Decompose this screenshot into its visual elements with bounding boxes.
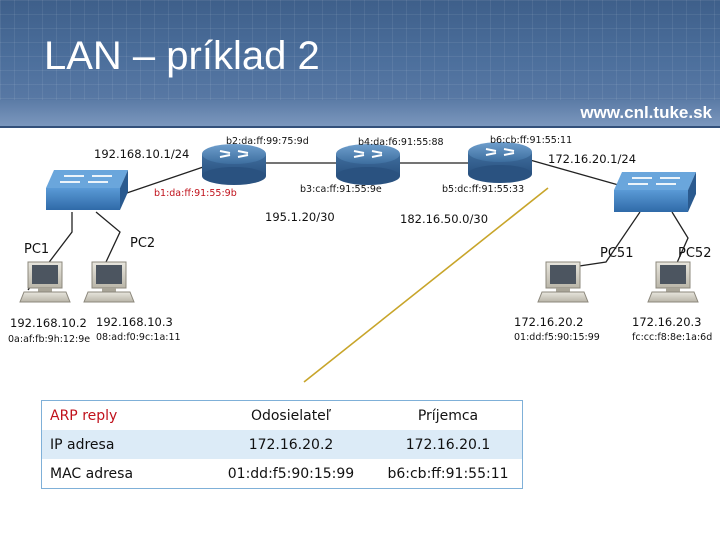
mac-r2-left: b3:ca:ff:91:55:9e [300,184,382,195]
arp-row-label-ip: IP adresa [41,430,208,459]
router-1 [202,144,266,185]
network-label-link-a: 195.1.20/30 [265,210,335,224]
arp-reply-table: ARP reply Odosielateľ Príjemca IP adresa… [41,400,523,489]
pc1-name: PC1 [24,242,50,257]
arp-receiver-ip: 172.16.20.1 [374,430,523,459]
pc52-mac: fc:cc:f8:8e:1a:6d [632,332,713,343]
mac-r1-wan: b2:da:ff:99:75:9d [226,136,309,147]
cable-sw1-pc2 [95,211,121,263]
pc51-ip: 172.16.20.2 [514,315,584,329]
pc51-mac: 01:dd:f5:90:15:99 [514,332,600,343]
mac-r3-lan: b6:cb:ff:91:55:11 [490,135,573,146]
network-label-lan-right: 172.16.20.1/24 [548,152,637,166]
pc51-icon [537,261,589,303]
pc52-name: PC52 [678,246,712,261]
switch-2 [614,172,696,212]
arp-sender-mac: 01:dd:f5:90:15:99 [208,459,374,489]
arp-receiver-mac: b6:cb:ff:91:55:11 [374,459,523,489]
arp-sender-ip: 172.16.20.2 [208,430,374,459]
pc2-mac: 08:ad:f0:9c:1a:11 [96,332,181,343]
arp-row-label-mac: MAC adresa [41,459,208,489]
pc2-ip: 192.168.10.3 [96,315,173,329]
arp-reply-path [303,187,549,383]
table-row: IP adresa 172.16.20.2 172.16.20.1 [41,430,523,459]
pc52-icon [647,261,699,303]
pc1-icon [19,261,71,303]
cable-r3-sw2 [529,159,623,187]
network-label-lan-left: 192.168.10.1/24 [94,147,190,161]
pc51-name: PC51 [600,246,634,261]
arp-table-header-row: ARP reply Odosielateľ Príjemca [41,400,523,430]
mac-r2-right: b4:da:f6:91:55:88 [358,137,444,148]
switch-1 [46,170,128,210]
mac-r3-left: b5:dc:ff:91:55:33 [442,184,525,195]
brand-bar: www.cnl.tuke.sk [0,100,720,128]
pc1-ip: 192.168.10.2 [10,316,87,330]
pc52-ip: 172.16.20.3 [632,315,702,329]
network-label-link-b: 182.16.50.0/30 [400,212,489,226]
arp-col-sender: Odosielateľ [208,400,374,430]
arp-col-receiver: Príjemca [374,400,523,430]
slide-title: LAN – príklad 2 [44,34,320,78]
title-banner: LAN – príklad 2 [0,0,720,100]
pc1-mac: 0a:af:fb:9h:12:9e [8,334,91,345]
mac-r1-lan: b1:da:ff:91:55:9b [154,188,237,199]
cable-sw1-r1 [117,163,213,197]
pc2-name: PC2 [130,236,156,251]
table-row: MAC adresa 01:dd:f5:90:15:99 b6:cb:ff:91… [41,459,523,489]
brand-url: www.cnl.tuke.sk [580,103,712,122]
pc2-icon [83,261,135,303]
arp-table-title: ARP reply [41,400,208,430]
router-3 [468,142,532,183]
banner-grid-pattern [0,0,720,100]
router-2 [336,144,400,185]
